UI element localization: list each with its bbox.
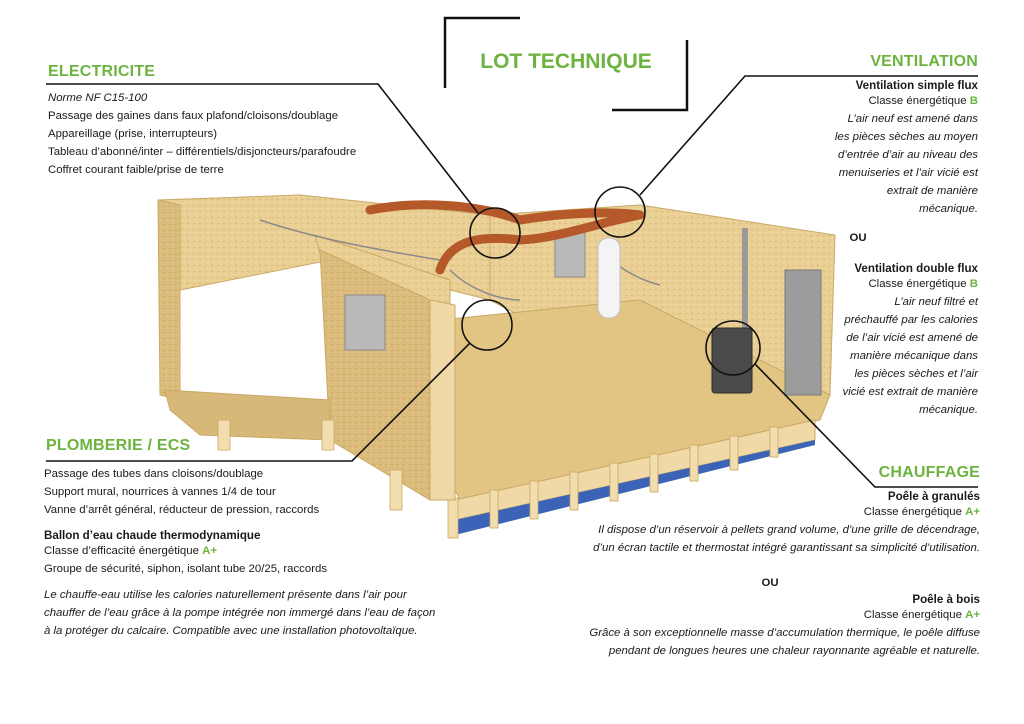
ventilation-double-desc: L’air neuf filtré et <box>894 296 978 308</box>
floor-insulation <box>455 440 815 535</box>
plomberie-item: Passage des tubes dans cloisons/doublage <box>44 468 264 480</box>
ventilation-double-class-label: Classe énergétique <box>868 278 970 290</box>
leader-plomberie <box>46 342 471 462</box>
ventilation-title: VENTILATION <box>870 53 978 70</box>
leader-electricite <box>46 83 479 214</box>
ventilation-simple-class-label: Classe énergétique <box>868 95 970 107</box>
ballon-class: Classe d’efficacité énergétique A+ <box>44 542 484 560</box>
floor-joists <box>447 426 779 539</box>
stove <box>711 327 753 394</box>
granules-desc: d’un écran tactile et thermostat intégré… <box>593 542 980 554</box>
ventilation-double-desc: vicié est extrait de manière <box>842 386 978 398</box>
water-heater <box>597 237 621 319</box>
left-wing-posts <box>217 419 403 511</box>
ballon-class-value: A+ <box>202 545 217 557</box>
front-wall-side <box>429 299 456 501</box>
ventilation-simple-class: Classe énergétique B <box>788 92 978 110</box>
stove-chimney <box>742 228 748 328</box>
ballon-class-label: Classe d’efficacité énergétique <box>44 545 203 557</box>
electricite-item: Coffret courant faible/prise de terre <box>48 164 224 176</box>
ballon-desc-line: à la protéger du calcaire. Compatible av… <box>44 625 418 637</box>
leader-chauffage <box>754 363 978 488</box>
chauffage-ou: OU <box>761 577 779 589</box>
bois-title: Poêle à bois <box>912 593 980 606</box>
callout-circle-electricite <box>469 207 521 259</box>
granules-class: Classe énergétique A+ <box>510 503 980 521</box>
ventilation-simple-desc: L’air neuf est amené dans <box>847 113 978 125</box>
electricite-norm: Norme NF C15-100 <box>48 92 148 104</box>
plomberie-item: Support mural, nourrices à vannes 1/4 de… <box>44 486 276 498</box>
ventilation-ou: OU <box>849 232 867 244</box>
ventilation-simple-desc: d’entrée d’air au niveau des <box>838 149 978 161</box>
ventilation-double-title: Ventilation double flux <box>854 262 978 275</box>
section-chauffage: CHAUFFAGE Poêle à granulés Classe énergé… <box>510 464 980 660</box>
ballon-title: Ballon d’eau chaude thermodynamique <box>44 529 261 542</box>
electricite-item: Tableau d’abonné/inter – différentiels/d… <box>48 146 357 158</box>
bois-class-value: A+ <box>965 609 980 621</box>
callout-circle-plomberie <box>461 299 513 351</box>
ventilation-ducts <box>365 200 645 275</box>
callout-circle-ventilation <box>594 186 646 238</box>
ventilation-double-class-value: B <box>969 278 978 290</box>
ventilation-double-desc: manière mécanique dans <box>850 350 978 362</box>
granules-title: Poêle à granulés <box>887 490 980 503</box>
ventilation-double-desc: mécanique. <box>919 404 978 416</box>
electricite-item: Passage des gaines dans faux plafond/clo… <box>48 110 339 122</box>
ventilation-simple-class-value: B <box>969 95 978 107</box>
plomberie-title: PLOMBERIE / ECS <box>46 437 191 454</box>
window-front <box>344 294 386 351</box>
section-plomberie: PLOMBERIE / ECS Passage des tubes dans c… <box>44 437 484 640</box>
plomberie-item: Vanne d’arrêt général, réducteur de pres… <box>44 504 320 516</box>
front-wall-left <box>157 199 181 401</box>
ventilation-simple-desc: menuiseries et l’air vicié est <box>838 167 978 179</box>
granules-desc: Il dispose d’un réservoir à pellets gran… <box>598 524 980 536</box>
door-right <box>784 269 822 396</box>
title-brackets <box>443 16 689 112</box>
electricite-title: ELECTRICITE <box>48 63 156 80</box>
window-back <box>554 231 586 278</box>
electricite-item: Appareillage (prise, interrupteurs) <box>48 128 218 140</box>
bois-class: Classe énergétique A+ <box>510 606 980 624</box>
ventilation-simple-desc: extrait de manière <box>886 185 978 197</box>
ventilation-double-class: Classe énergétique B <box>788 275 978 293</box>
ventilation-double-desc: de l’air vicié est amené de <box>846 332 978 344</box>
section-electricite: ELECTRICITE Norme NF C15-100 Passage des… <box>48 63 448 179</box>
bois-desc: Grâce à son exceptionnelle masse d’accum… <box>589 627 980 639</box>
ventilation-simple-title: Ventilation simple flux <box>855 79 978 92</box>
ballon-desc-line: Le chauffe-eau utilise les calories natu… <box>44 589 407 601</box>
chauffage-title: CHAUFFAGE <box>878 464 980 481</box>
ventilation-simple-desc: les pièces sèches au moyen <box>834 131 978 143</box>
granules-class-label: Classe énergétique <box>863 506 966 518</box>
bois-class-label: Classe énergétique <box>863 609 966 621</box>
page-title: LOT TECHNIQUE <box>480 50 652 73</box>
ventilation-double-desc: les pièces sèches et l’air <box>854 368 978 380</box>
callout-circle-chauffage <box>705 320 761 376</box>
ventilation-double-desc: préchauffé par les calories <box>844 314 978 326</box>
left-wing-base <box>164 389 331 441</box>
ballon-items: Groupe de sécurité, siphon, isolant tube… <box>44 563 328 575</box>
bois-desc: pendant de longues heures une chaleur ra… <box>608 645 980 657</box>
ventilation-simple-desc: mécanique. <box>919 203 978 215</box>
granules-class-value: A+ <box>965 506 980 518</box>
leader-ventilation <box>639 75 978 196</box>
ballon-desc-line: chauffer de l’eau grâce à la pompe intég… <box>44 607 436 619</box>
section-ventilation: VENTILATION Ventilation simple flux Clas… <box>788 53 978 419</box>
